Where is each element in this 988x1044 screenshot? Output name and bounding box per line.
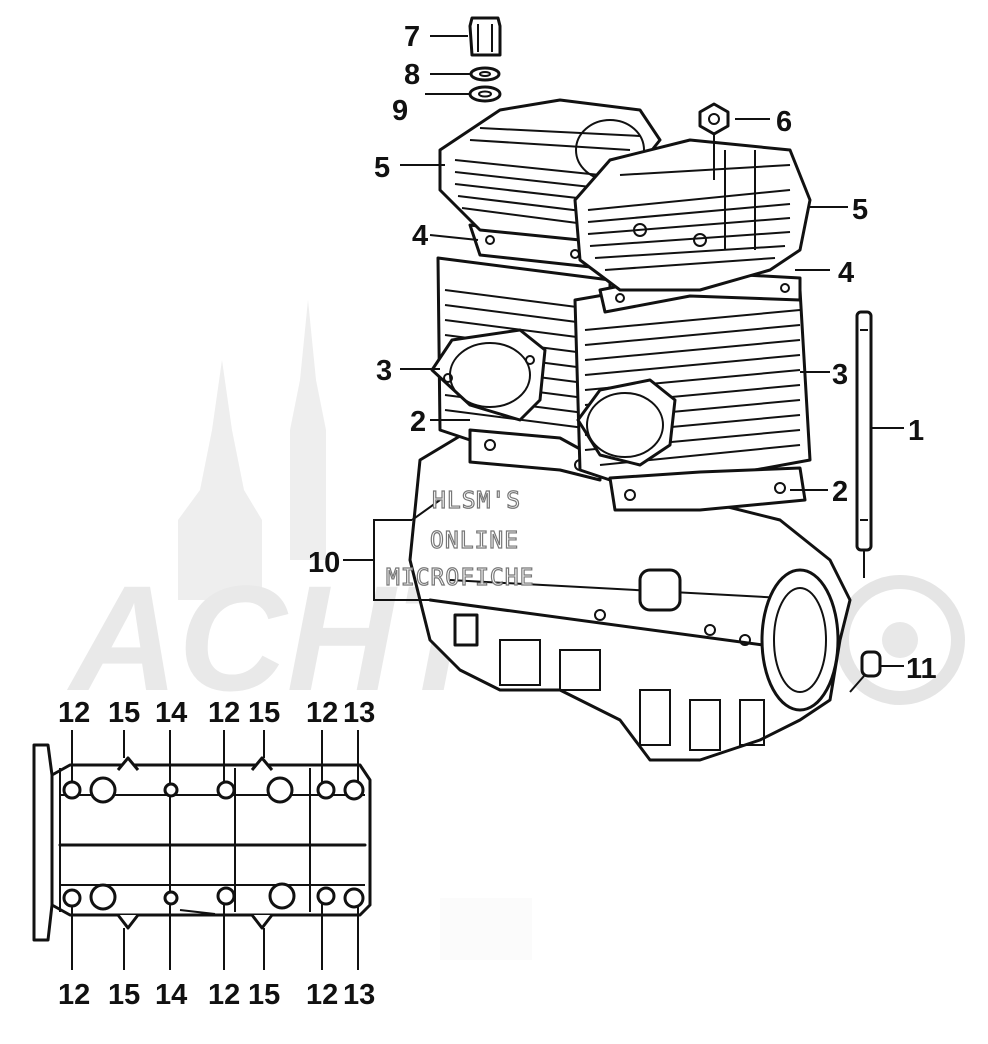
inset-top-label: 12: [306, 697, 338, 729]
callout-4-right: 4: [838, 257, 854, 289]
scan-blank-area: [440, 898, 532, 960]
watermark-line-2: ONLINE: [430, 528, 519, 554]
callout-7: 7: [404, 21, 420, 53]
watermark-text: HLSM'S ONLINE MICROFICHE: [385, 487, 534, 591]
cylinder-head-right-part: [573, 138, 812, 292]
nut-washer-stack: [468, 16, 502, 103]
callout-1: 1: [908, 415, 924, 447]
callout-4-left: 4: [412, 220, 428, 252]
callout-10: 10: [308, 547, 340, 579]
inset-bottom-labels: 12 15 14 12 15 12 13: [58, 979, 375, 1011]
inset-bottom-label: 12: [306, 979, 338, 1011]
crankcase-bottom-inset: [32, 730, 372, 970]
callout-9: 9: [392, 95, 408, 127]
watermark-line-1: HLSM'S: [432, 488, 521, 514]
inset-top-label: 12: [58, 697, 90, 729]
callout-2-right: 2: [832, 476, 848, 508]
base-gasket-right-part: [608, 466, 807, 512]
inset-top-label: 15: [108, 697, 140, 729]
inset-top-label: 14: [155, 697, 187, 729]
callout-5-left: 5: [374, 152, 390, 184]
inset-top-label: 15: [248, 697, 280, 729]
callout-5-right: 5: [852, 194, 868, 226]
watermark-line-3: MICROFICHE: [386, 565, 534, 591]
dowel-pin-part: [860, 650, 904, 678]
callout-11: 11: [906, 653, 937, 685]
inset-top-labels: 12 15 14 12 15 12 13: [58, 697, 375, 729]
inset-bottom-label: 12: [208, 979, 240, 1011]
callout-8: 8: [404, 59, 420, 91]
callout-3-left: 3: [376, 355, 392, 387]
inset-bottom-label: 12: [58, 979, 90, 1011]
through-stud-part: [855, 310, 873, 578]
callout-3-right: 3: [832, 359, 848, 391]
head-nut-part: [698, 102, 730, 136]
callout-2-left: 2: [410, 406, 426, 438]
callout-leaders: [343, 35, 904, 693]
inset-bottom-label: 15: [108, 979, 140, 1011]
inset-bottom-label: 13: [343, 979, 375, 1011]
inset-bottom-label: 15: [248, 979, 280, 1011]
inset-top-label: 12: [208, 697, 240, 729]
crankcase-part: [408, 428, 852, 762]
inset-top-label: 13: [343, 697, 375, 729]
callout-6: 6: [776, 106, 792, 138]
inset-bottom-label: 14: [155, 979, 187, 1011]
callout-labels: 7 8 9 6 5 5 4 4 3 3 2 2 1 10 11: [308, 21, 937, 685]
